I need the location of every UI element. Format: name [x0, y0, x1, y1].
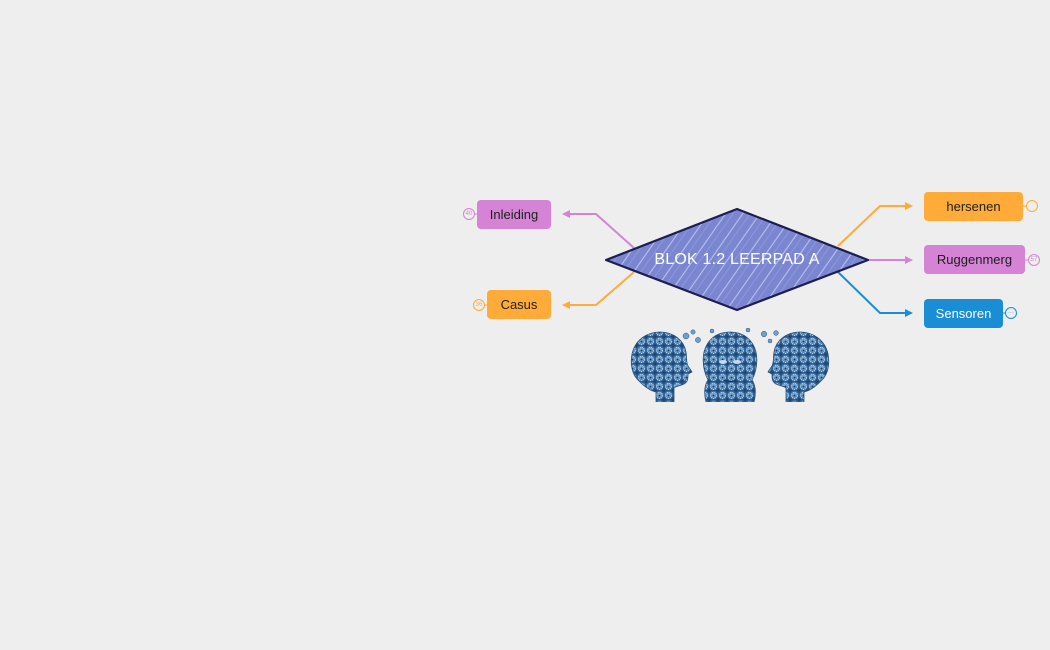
topic-inleiding[interactable]: Inleiding	[477, 200, 551, 229]
connector-inleiding	[566, 213, 635, 249]
center-face-eye-left	[719, 360, 727, 364]
central-topic-shape[interactable]	[604, 207, 870, 312]
collapse-toggle-sensoren[interactable]: ···	[1005, 307, 1017, 319]
connector-sensoren	[837, 271, 908, 314]
topic-casus[interactable]: Casus	[487, 290, 551, 319]
center-face-mouth	[723, 379, 737, 383]
center-face-eye-right	[733, 360, 741, 364]
topic-sensoren-label: Sensoren	[935, 306, 992, 321]
gear-heads-illustration	[630, 328, 830, 402]
collapse-toggle-ruggenmerg[interactable]: 57	[1028, 254, 1040, 266]
arrowhead-hersenen	[905, 202, 913, 210]
left-head-icon	[630, 331, 693, 402]
connector-casus	[566, 271, 635, 306]
topic-ruggenmerg[interactable]: Ruggenmerg	[924, 245, 1025, 274]
topic-ruggenmerg-label: Ruggenmerg	[936, 252, 1013, 267]
arrowhead-ruggenmerg	[905, 256, 913, 264]
topic-sensoren[interactable]: Sensoren	[924, 299, 1003, 328]
topic-casus-label: Casus	[500, 297, 538, 312]
arrowhead-inleiding	[562, 210, 570, 218]
collapse-toggle-hersenen[interactable]	[1026, 200, 1038, 212]
topic-hersenen[interactable]: hersenen	[924, 192, 1023, 221]
center-head-icon	[702, 331, 758, 402]
topic-inleiding-label: Inleiding	[489, 207, 539, 222]
topic-hersenen-label: hersenen	[946, 199, 1001, 214]
connector-hersenen	[837, 205, 908, 247]
arrowhead-casus	[562, 301, 570, 309]
right-head-icon	[767, 331, 830, 402]
floating-gears	[682, 328, 779, 344]
collapse-toggle-inleiding[interactable]: 40	[463, 208, 475, 220]
arrowhead-sensoren	[905, 309, 913, 317]
collapse-toggle-casus[interactable]: 36	[473, 299, 485, 311]
